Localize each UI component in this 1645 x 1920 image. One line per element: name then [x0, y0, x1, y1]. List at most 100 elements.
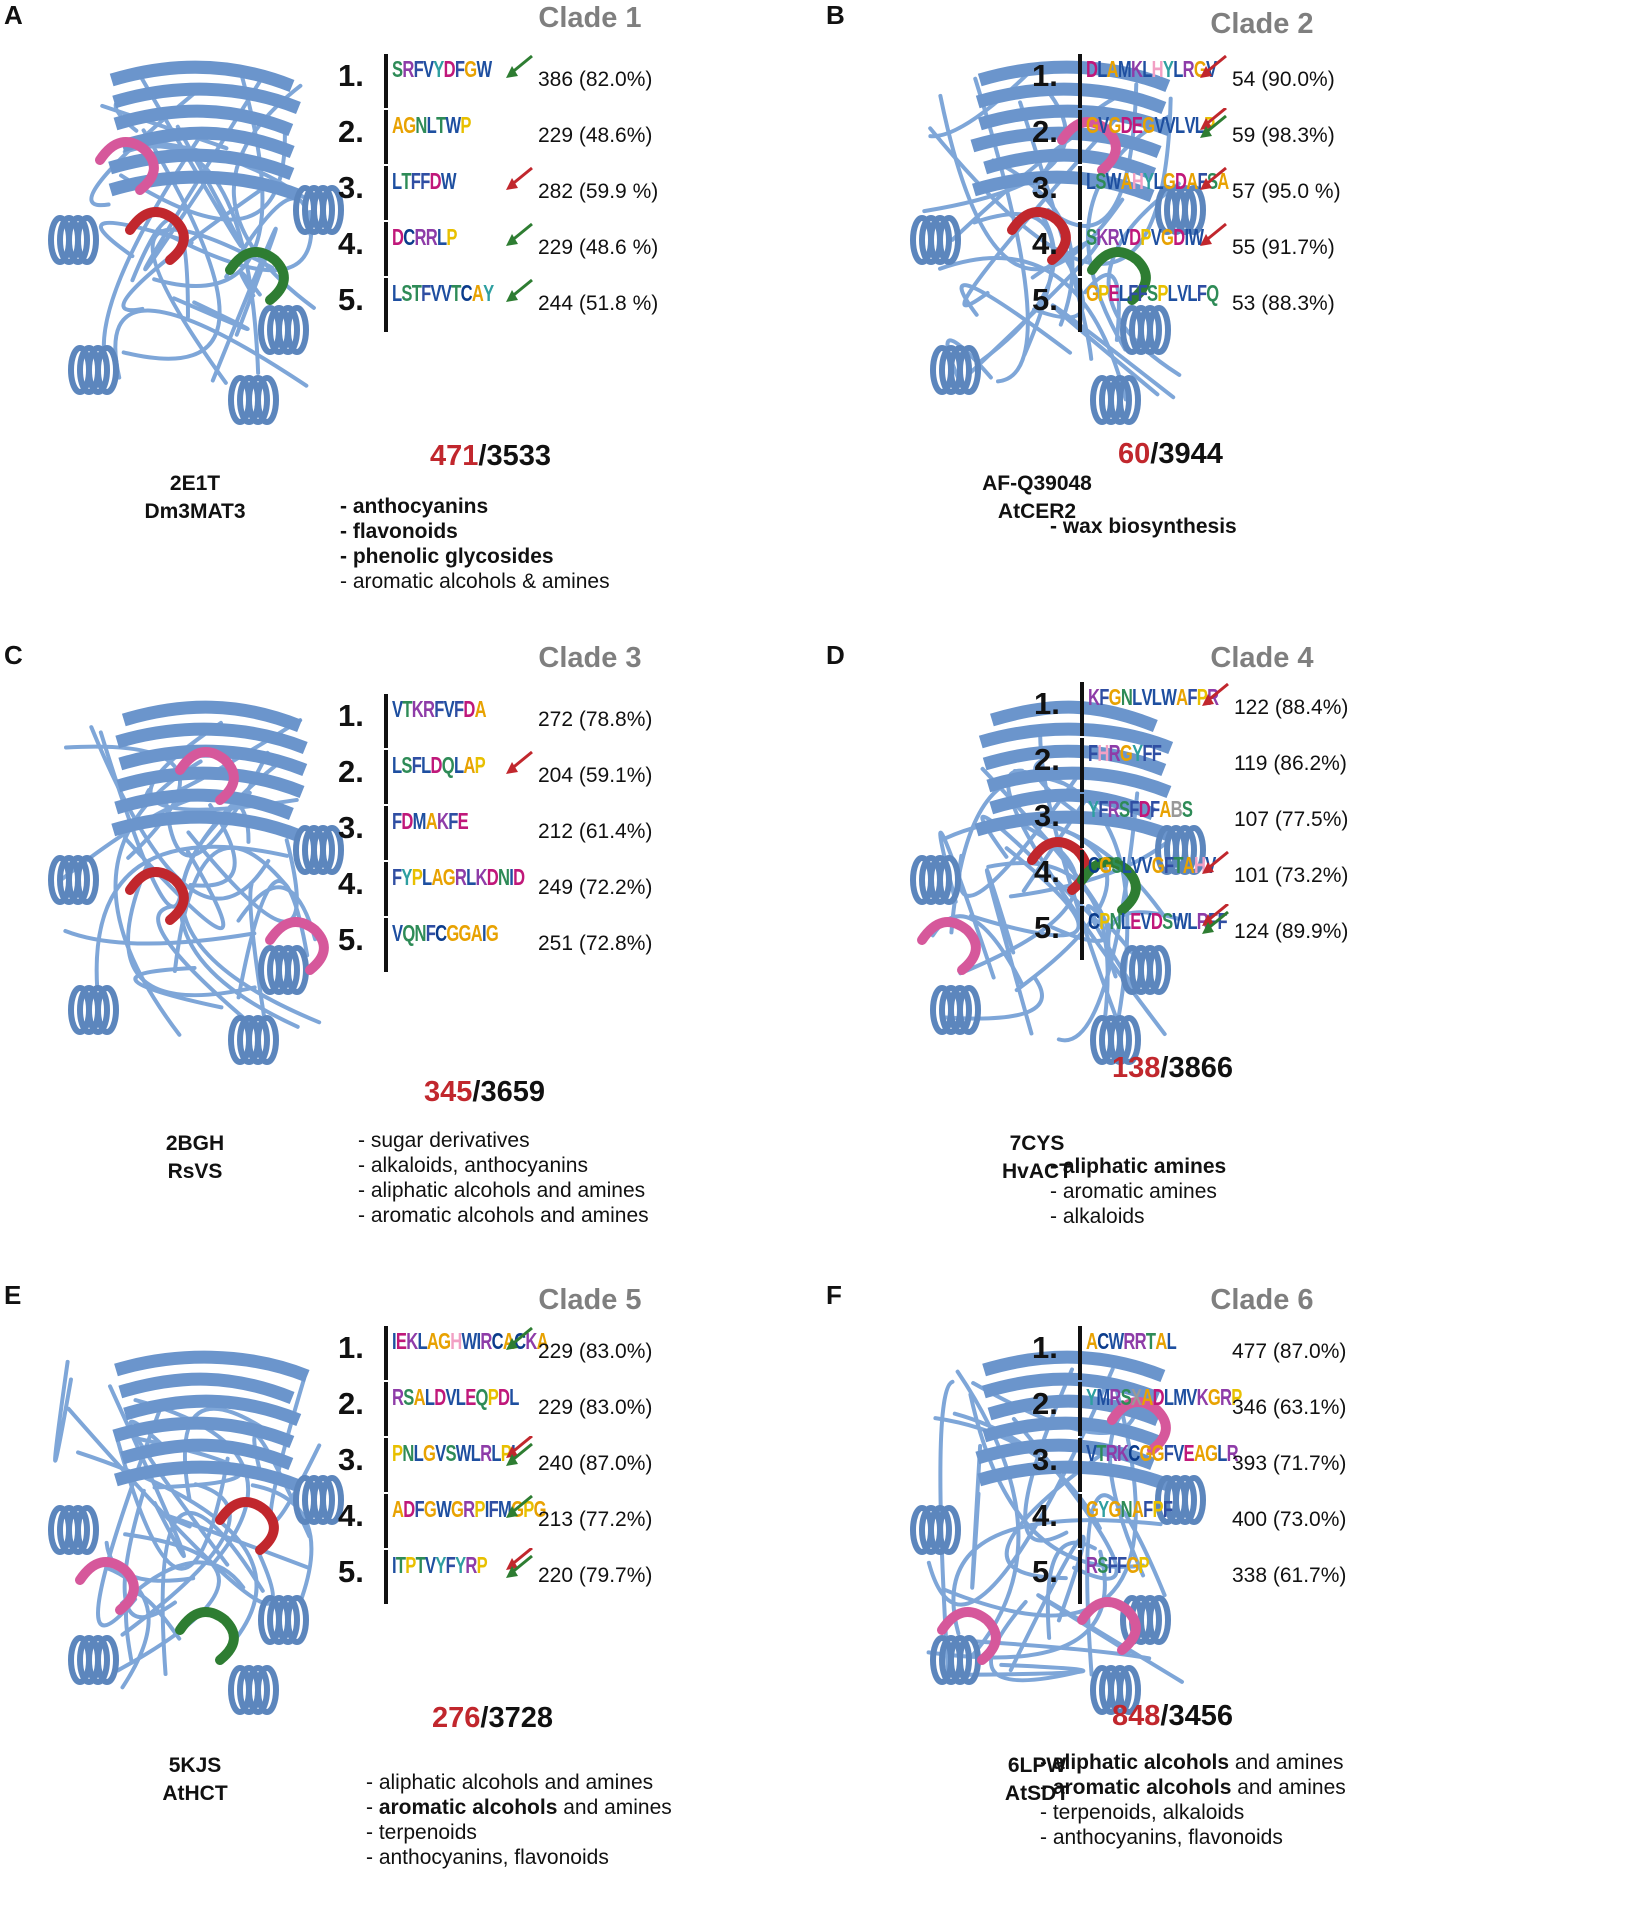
- beta-strand: [113, 1460, 302, 1493]
- motif-number: 1.: [338, 58, 364, 93]
- logo-residue: L: [1194, 112, 1205, 138]
- motif-row: 2.GVGDEGVVLVLP59 (98.3%): [1032, 108, 1372, 166]
- enzyme-name: AtCER2: [997, 500, 1077, 523]
- sequence-logo: CPNLEVDSWLRFF: [1080, 904, 1228, 962]
- coil-segment: [1083, 272, 1121, 342]
- coil-segment: [951, 1518, 1163, 1636]
- logo-residue: F: [488, 1496, 499, 1522]
- logo-residue: A: [1182, 852, 1195, 878]
- motif-number: 1.: [1034, 686, 1060, 721]
- logo-residue: G: [1108, 684, 1122, 710]
- motif-arrowhead: [506, 1446, 518, 1458]
- logo-residue: W: [1105, 168, 1122, 194]
- motif-count: 249 (72.2%): [538, 876, 653, 899]
- beta-strand: [972, 170, 1155, 203]
- logo-residue: R: [454, 864, 467, 890]
- alpha-helix: [86, 345, 110, 395]
- logo-residue: A: [1131, 1496, 1144, 1522]
- logo-residue: R: [425, 224, 438, 250]
- substrate-item: - aliphatic alcohols and amines: [358, 1179, 646, 1202]
- logo-residue: F: [1143, 1496, 1153, 1522]
- logo-residue: L: [392, 752, 402, 778]
- logo-axis: [384, 862, 388, 916]
- clade-count: 471: [430, 440, 479, 472]
- substrate-item: - phenolic glycosides: [340, 545, 554, 568]
- logo-residue: F: [1142, 740, 1152, 766]
- alpha-helix: [928, 855, 952, 905]
- coil-segment: [63, 928, 257, 946]
- logo-residue: R: [414, 224, 427, 250]
- logo-residue: V: [430, 280, 442, 306]
- pdb-id: 6LPW: [1007, 1754, 1067, 1777]
- logo-residue: G: [1207, 1384, 1221, 1410]
- alpha-helix: [66, 855, 90, 905]
- logo-residue: A: [1193, 1440, 1206, 1466]
- logo-residue: V: [1173, 1440, 1184, 1466]
- logo-residue: A: [1176, 684, 1188, 710]
- enzyme-name: HvACT: [1001, 1160, 1072, 1183]
- logo-residue: K: [436, 808, 449, 834]
- logo-residue: P: [1098, 280, 1109, 306]
- panel-letter: E: [4, 1280, 22, 1310]
- logo-residue: G: [1086, 280, 1099, 306]
- logo-residue: L: [1121, 852, 1132, 878]
- logo-residue: F: [420, 168, 430, 194]
- logo-residue: A: [1141, 1384, 1153, 1410]
- pdb-id: 2E1T: [169, 472, 221, 495]
- motif-count: 124 (89.9%): [1234, 920, 1349, 943]
- coil-segment: [89, 725, 271, 901]
- logo-residue: I: [509, 864, 514, 890]
- logo-residue: Y: [433, 56, 444, 82]
- coil-segment: [113, 308, 309, 388]
- logo-axis: [1078, 1494, 1082, 1548]
- logo-residue: D: [486, 864, 499, 890]
- sequence-count: 471/3533: [430, 440, 551, 473]
- beta-strand: [116, 766, 305, 799]
- substrate-list: - anthocyanins- flavonoids- phenolic gly…: [340, 494, 610, 594]
- logo-residue: R: [1134, 1328, 1147, 1354]
- motif-arrow-icon: [506, 54, 533, 78]
- sequence-logo: LSTFVVTCAY: [384, 276, 504, 334]
- alpha-helix: [937, 215, 961, 265]
- logo-residue: L: [1118, 280, 1129, 306]
- logo-residue: D: [430, 752, 443, 778]
- panel-letter: C: [4, 640, 23, 670]
- motif-arrow-icon: [1200, 222, 1227, 246]
- substrate-item: - alkaloids, anthocyanins: [358, 1154, 588, 1177]
- logo-residue: C: [1097, 1328, 1109, 1354]
- coil-segment: [970, 1444, 983, 1590]
- clade-title: Clade 3: [538, 642, 642, 674]
- logo-residue: D: [1152, 1384, 1165, 1410]
- pdb-id: 2BGH: [165, 1132, 225, 1155]
- motif-arrow-icon: [1202, 682, 1229, 706]
- logo-residue: V: [1186, 1384, 1197, 1410]
- logo-residue: V: [392, 696, 403, 722]
- coil-segment: [115, 1438, 230, 1571]
- motif-number: 4.: [1032, 1498, 1058, 1533]
- logo-residue: D: [513, 864, 525, 890]
- enzyme-name: AtSDT: [1004, 1782, 1070, 1805]
- beta-strand: [114, 788, 294, 821]
- alpha-helix: [75, 215, 99, 265]
- logo-axis: [1078, 1550, 1082, 1604]
- motif-number: 5.: [1032, 282, 1058, 317]
- logo-residue: P: [476, 1552, 488, 1578]
- highlighted-motif-region: [215, 1497, 279, 1555]
- alpha-helix: [320, 825, 344, 875]
- motif-number: 1.: [1032, 58, 1058, 93]
- logo-residue: C: [514, 1328, 526, 1354]
- coil-segment: [133, 966, 224, 1010]
- clade-title: Clade 1: [538, 2, 642, 34]
- alpha-helix: [75, 1505, 99, 1555]
- logo-residue: K: [406, 1328, 418, 1354]
- logo-residue: R: [1220, 1384, 1232, 1410]
- logo-residue: Y: [455, 1552, 466, 1578]
- logo-letters: YFRSFDFABS: [1088, 796, 1193, 823]
- logo-residue: S: [1206, 168, 1218, 194]
- highlighted-motif-region: [95, 137, 159, 195]
- logo-residue: F: [392, 864, 402, 890]
- alpha-helix: [1147, 945, 1171, 995]
- beta-strand: [982, 1416, 1162, 1449]
